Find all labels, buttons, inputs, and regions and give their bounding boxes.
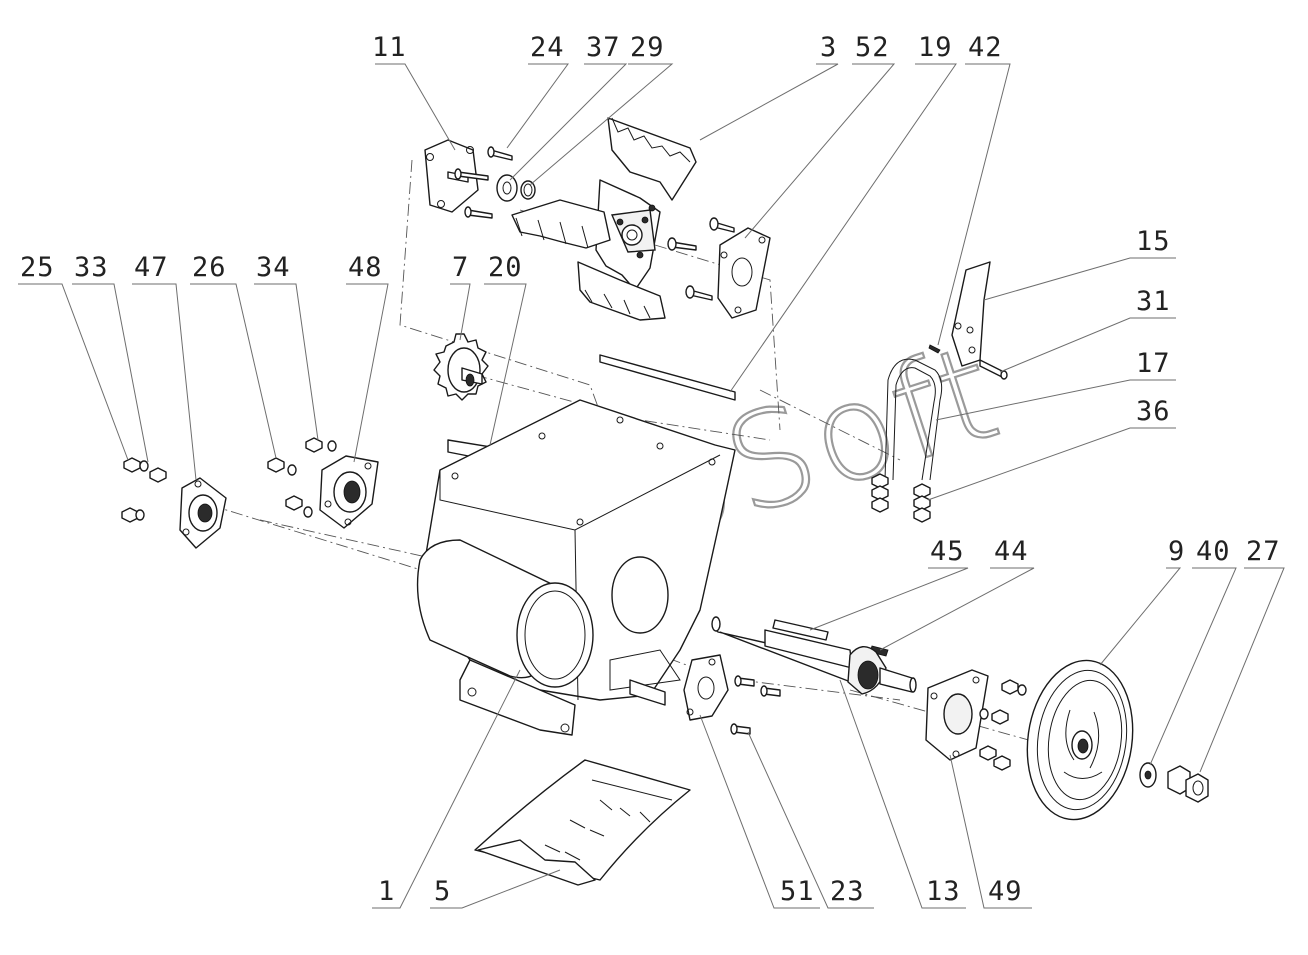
part-24-bolts — [454, 146, 513, 219]
callout-29: 29 — [529, 32, 674, 186]
callout-11: 11 — [372, 32, 456, 151]
svg-text:36: 36 — [1136, 396, 1171, 427]
part-51-flange — [683, 654, 729, 721]
callout-42: 42 — [937, 32, 1011, 346]
callout-1: 1 — [372, 669, 521, 909]
part-27-nut — [1167, 765, 1209, 803]
callout-5: 5 — [430, 869, 561, 909]
callout-23: 23 — [747, 731, 874, 909]
part-11-flange-plate — [424, 139, 479, 213]
svg-text:45: 45 — [930, 536, 965, 567]
part-34-nuts — [305, 437, 337, 453]
callout-24: 24 — [506, 32, 569, 149]
svg-text:1: 1 — [378, 876, 395, 907]
callout-37: 37 — [509, 32, 628, 181]
svg-text:31: 31 — [1136, 286, 1171, 317]
callout-52: 52 — [744, 32, 896, 239]
part-48-bearing-flange — [319, 455, 379, 529]
callout-26: 26 — [190, 252, 277, 459]
callout-9: 9 — [1099, 536, 1185, 666]
callout-34: 34 — [254, 252, 319, 441]
part-5-scraper — [474, 759, 691, 886]
callout-25: 25 — [18, 252, 129, 461]
callout-47: 47 — [132, 252, 197, 481]
svg-text:47: 47 — [134, 252, 169, 283]
part-1-housing — [416, 399, 736, 736]
svg-text:23: 23 — [830, 876, 865, 907]
svg-text:44: 44 — [994, 536, 1029, 567]
callout-19: 19 — [729, 32, 957, 393]
callout-7: 7 — [450, 252, 471, 341]
svg-text:20: 20 — [488, 252, 523, 283]
part-36-nuts — [871, 473, 931, 523]
svg-text:3: 3 — [820, 32, 837, 63]
part-40-washer — [1139, 762, 1157, 788]
part-3-auger-assembly — [511, 117, 697, 321]
part-25-nuts — [121, 457, 141, 523]
part-47-bearing-flange — [179, 477, 227, 549]
svg-text:26: 26 — [192, 252, 227, 283]
callout-20: 20 — [484, 252, 527, 446]
svg-text:13: 13 — [926, 876, 961, 907]
part-7-sprocket — [433, 333, 489, 401]
callout-48: 48 — [346, 252, 389, 463]
svg-text:34: 34 — [256, 252, 291, 283]
part-37-washer — [496, 174, 518, 202]
svg-text:33: 33 — [74, 252, 109, 283]
svg-text:15: 15 — [1136, 226, 1171, 257]
svg-text:5: 5 — [434, 876, 451, 907]
callout-36: 36 — [927, 396, 1176, 501]
svg-text:24: 24 — [530, 32, 565, 63]
part-31-pin — [979, 359, 1008, 380]
part-13-shaft — [711, 616, 917, 695]
part-33-washers — [135, 460, 167, 521]
callout-3: 3 — [699, 32, 839, 141]
callout-51: 51 — [699, 714, 820, 909]
part-29-ring — [520, 180, 536, 200]
svg-text:49: 49 — [988, 876, 1023, 907]
svg-text:29: 29 — [630, 32, 665, 63]
part-19-strip — [599, 354, 736, 401]
part-26-nuts — [267, 457, 313, 518]
svg-text:25: 25 — [20, 252, 55, 283]
part-19-flange-plate — [717, 227, 771, 319]
svg-text:37: 37 — [586, 32, 621, 63]
callout-17: 17 — [935, 348, 1176, 421]
callout-15: 15 — [983, 226, 1176, 301]
part-15-lever — [951, 261, 991, 367]
callout-49: 49 — [949, 754, 1032, 909]
svg-text:7: 7 — [452, 252, 469, 283]
part-49-fasteners — [979, 679, 1027, 771]
svg-text:9: 9 — [1168, 536, 1185, 567]
callout-13: 13 — [839, 679, 966, 909]
callout-45: 45 — [809, 536, 969, 631]
svg-text:27: 27 — [1246, 536, 1281, 567]
callout-40: 40 — [1149, 536, 1237, 766]
svg-text:19: 19 — [918, 32, 953, 63]
svg-text:42: 42 — [968, 32, 1003, 63]
svg-text:51: 51 — [780, 876, 815, 907]
svg-text:17: 17 — [1136, 348, 1171, 379]
part-9-pulley — [1026, 659, 1134, 821]
svg-text:11: 11 — [372, 32, 407, 63]
part-45-key — [772, 619, 829, 641]
part-17-u-bolt — [884, 358, 943, 481]
part-42-pin — [928, 344, 941, 354]
callout-31: 31 — [999, 286, 1176, 373]
svg-text:48: 48 — [348, 252, 383, 283]
callout-27: 27 — [1199, 536, 1285, 773]
svg-text:52: 52 — [855, 32, 890, 63]
svg-text:40: 40 — [1196, 536, 1231, 567]
part-49-bearing-plate — [925, 669, 989, 761]
part-52-bolts — [667, 217, 735, 301]
callout-44: 44 — [879, 536, 1035, 651]
part-23-bolts — [730, 675, 781, 735]
callout-33: 33 — [72, 252, 149, 463]
